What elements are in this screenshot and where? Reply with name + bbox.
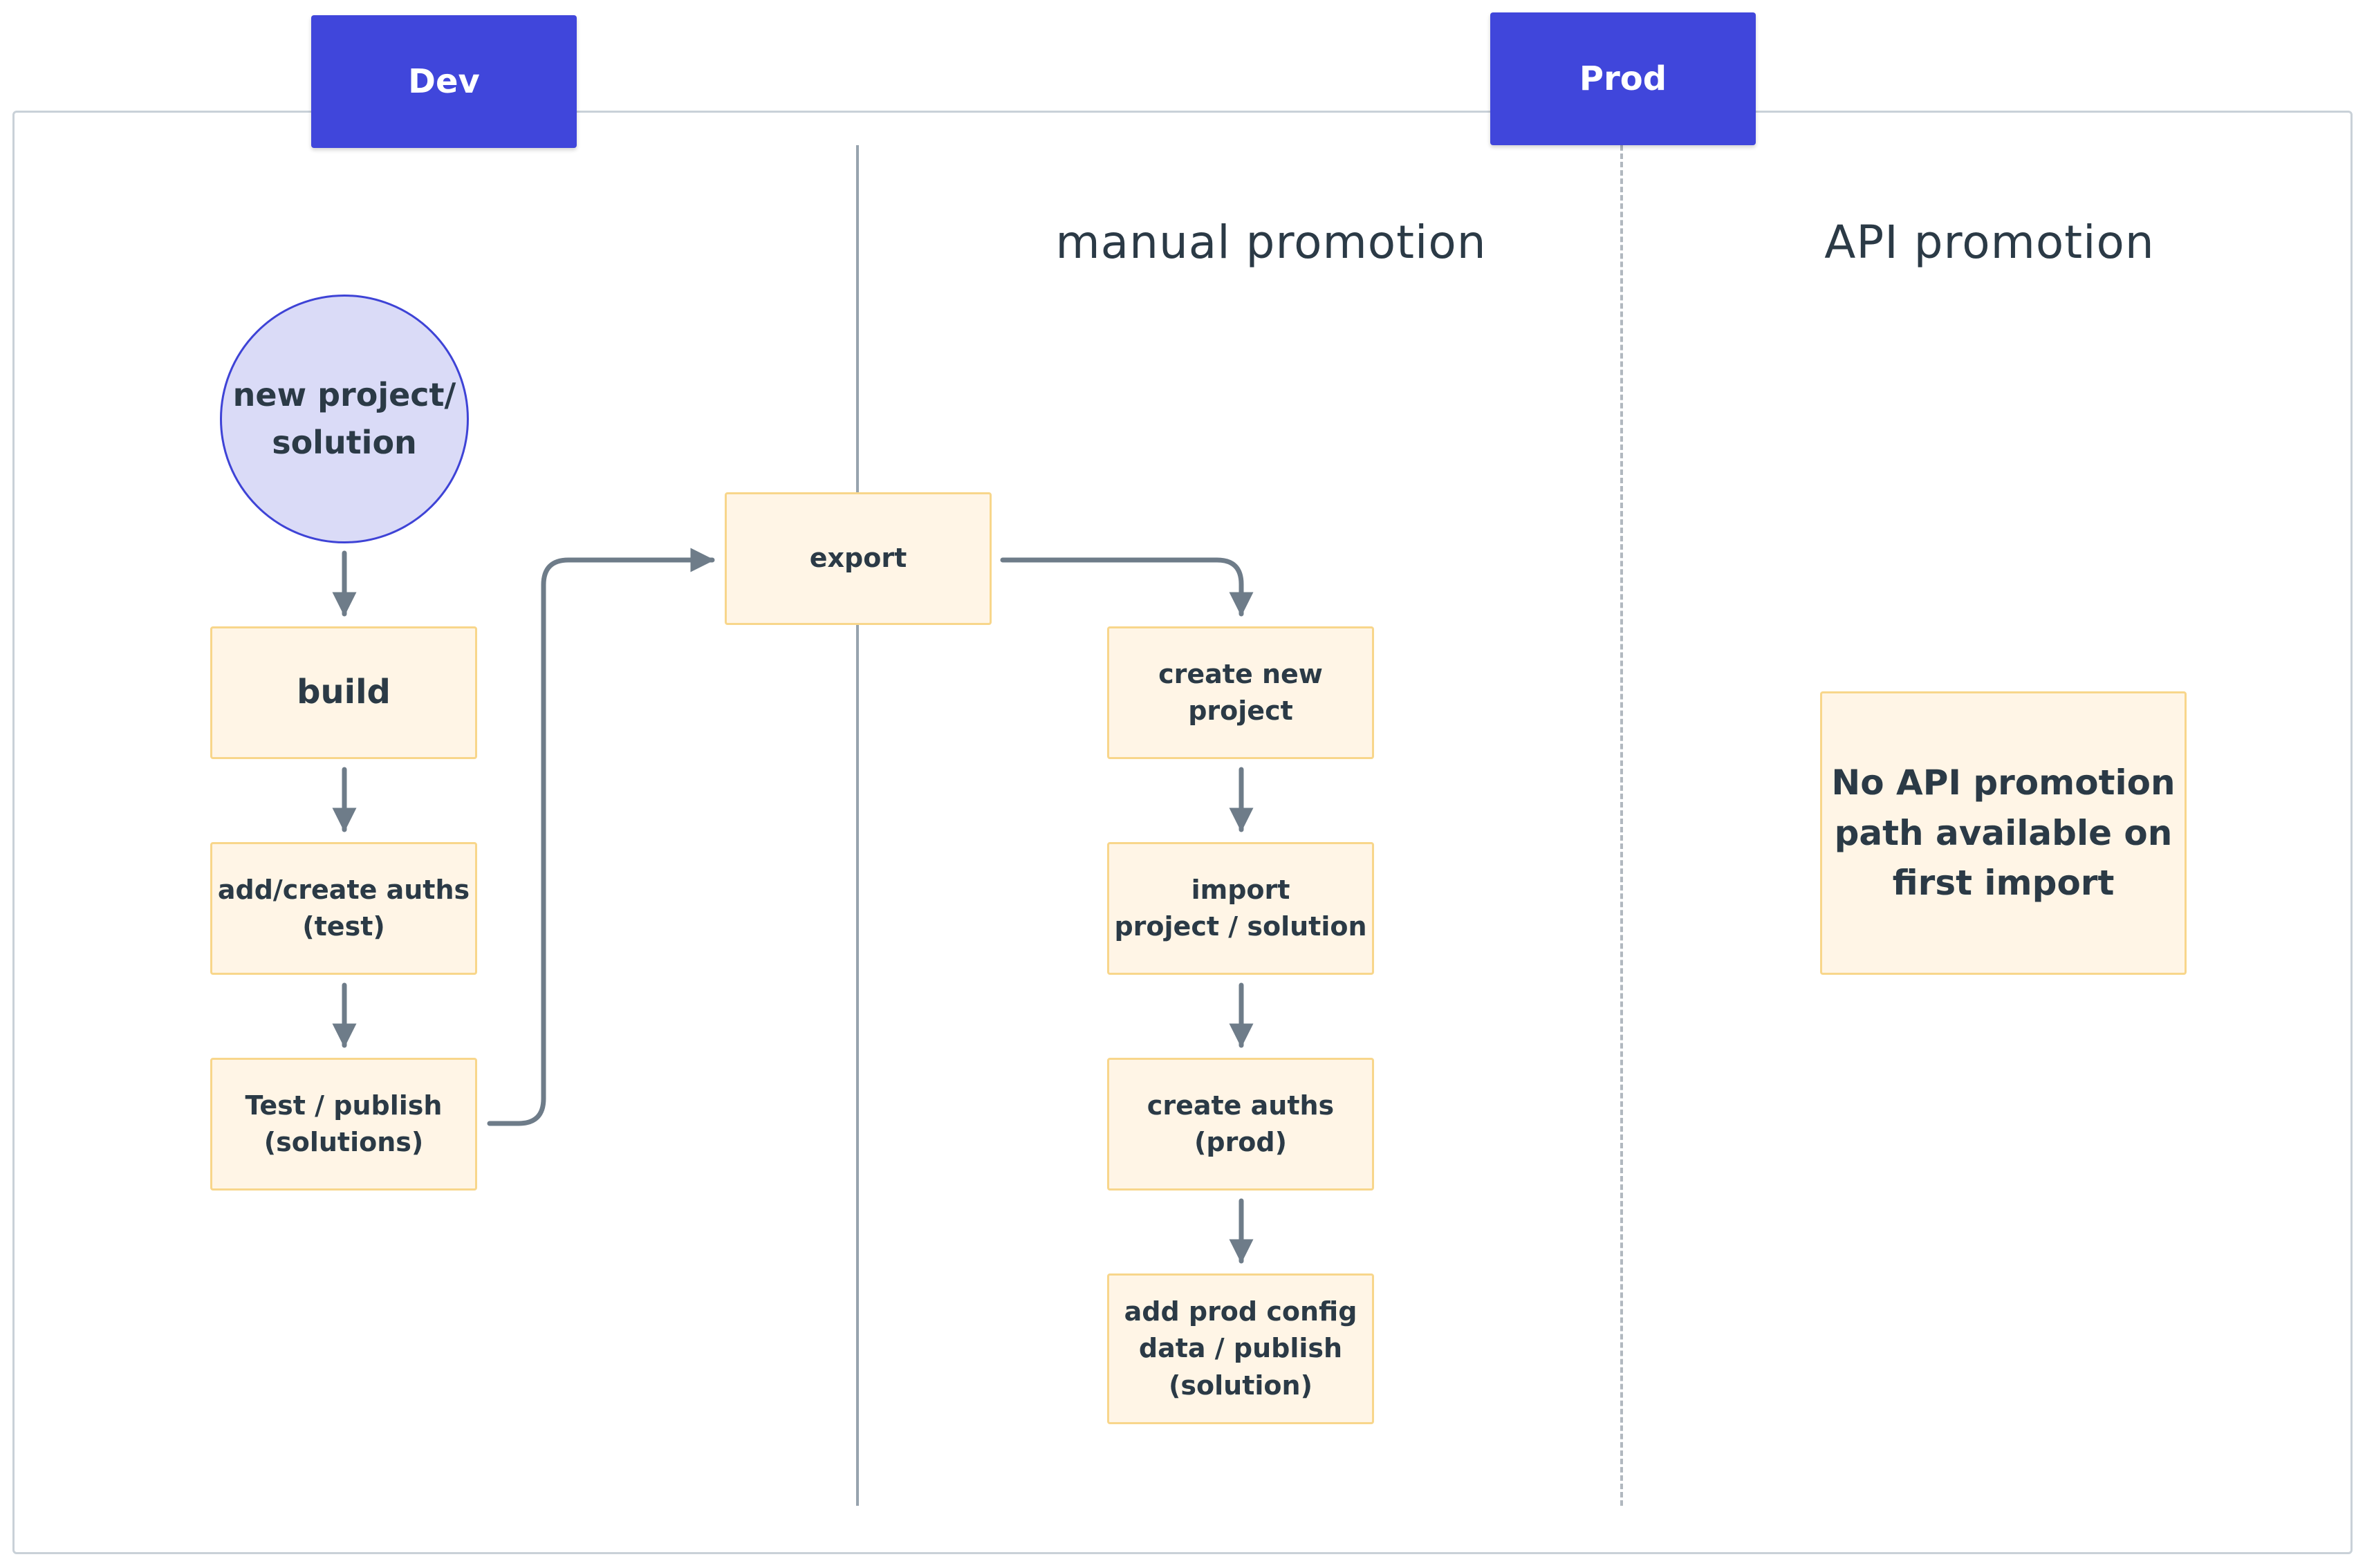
prod-environment-tab: Prod — [1490, 12, 1756, 145]
build-node: build — [210, 626, 477, 759]
arrow-test-to-export — [487, 548, 715, 1126]
export-node: export — [725, 492, 992, 625]
add-create-auths-node: add/create auths (test) — [210, 842, 477, 975]
dev-environment-tab: Dev — [311, 15, 577, 148]
test-publish-node: Test / publish (solutions) — [210, 1058, 477, 1191]
add-prod-config-node: add prod config data / publish (solution… — [1107, 1273, 1374, 1424]
manual-promotion-title: manual promotion — [1055, 216, 1487, 269]
create-auths-node: create auths (prod) — [1107, 1058, 1374, 1191]
new-project-solution-node: new project/ solution — [220, 295, 469, 543]
create-new-project-node: create new project — [1107, 626, 1374, 759]
manual-api-divider — [1620, 145, 1623, 1506]
api-promotion-title: API promotion — [1824, 216, 2155, 269]
arrow-export-to-create-project — [1000, 557, 1254, 617]
import-project-solution-node: import project / solution — [1107, 842, 1374, 975]
dev-manual-divider — [856, 145, 859, 1506]
api-promotion-note: No API promotion path available on first… — [1820, 691, 2187, 975]
